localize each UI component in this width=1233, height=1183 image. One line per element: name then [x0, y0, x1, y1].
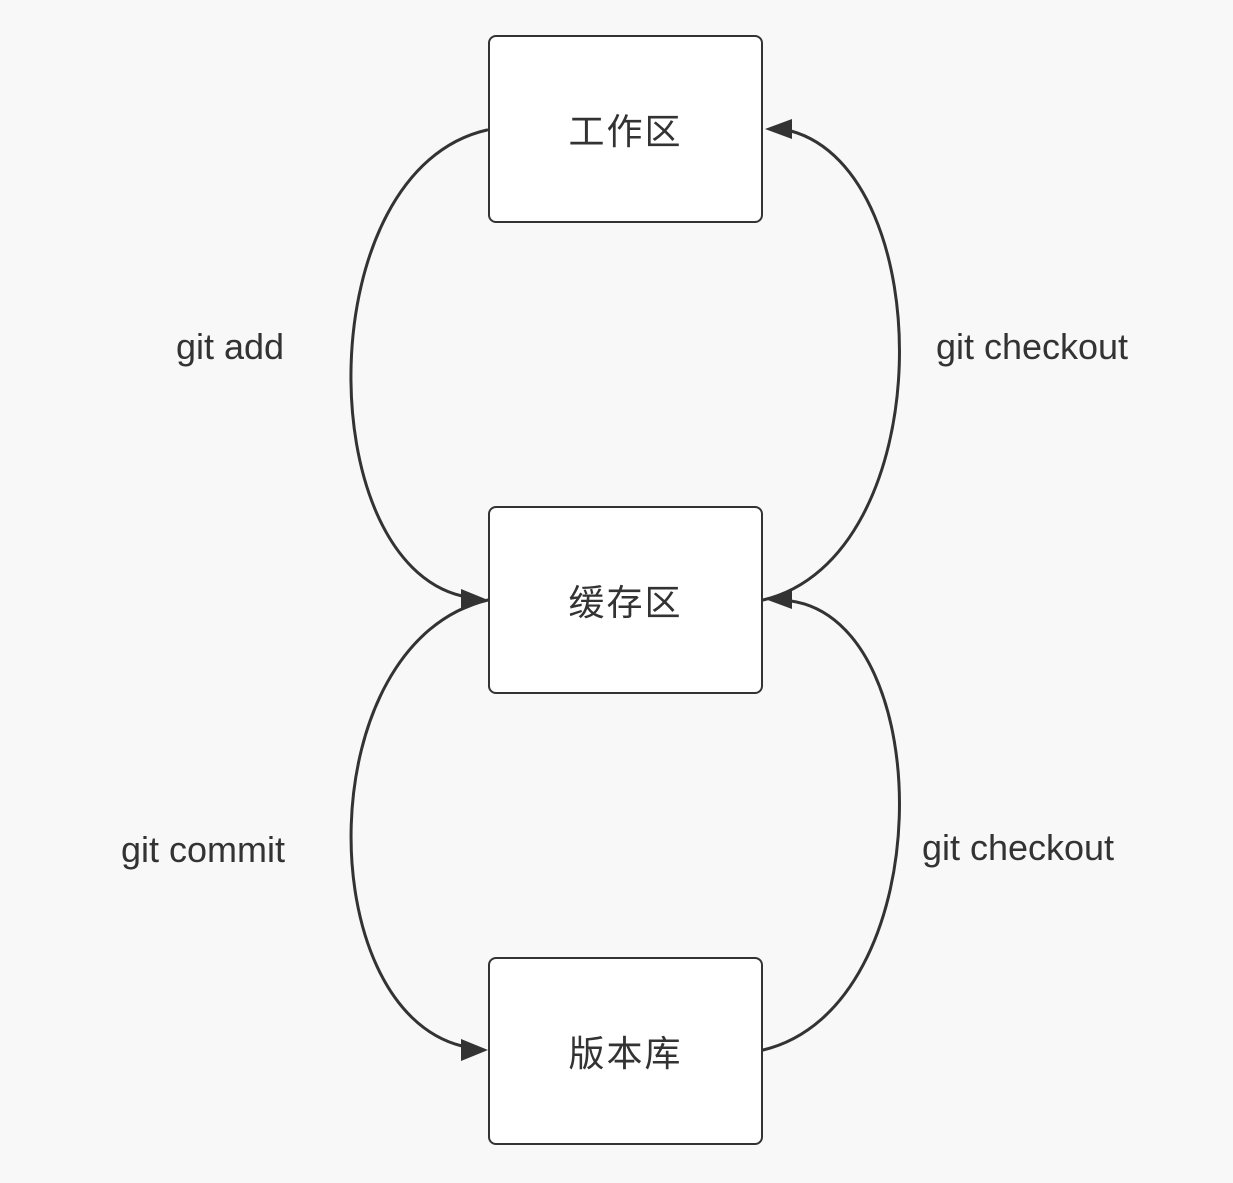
node-working-area: 工作区: [488, 35, 763, 223]
edge-git-checkout-top: [761, 129, 901, 602]
edge-label-git-checkout-bottom: git checkout: [921, 827, 1115, 868]
node-staging-area: 缓存区: [488, 506, 763, 694]
arrowhead-git-commit: [461, 1039, 488, 1061]
edge-git-commit: [349, 598, 490, 1048]
node-repository: 版本库: [488, 957, 763, 1145]
arrowhead-git-checkout-top: [765, 119, 792, 139]
edge-git-add: [349, 128, 489, 598]
edge-git-checkout-bottom: [761, 599, 901, 1052]
arrowhead-git-checkout-bottom: [765, 589, 792, 609]
node-working-area-label: 工作区: [568, 111, 683, 152]
edge-label-git-commit: git commit: [120, 829, 286, 870]
node-staging-area-label: 缓存区: [568, 582, 683, 623]
edge-label-git-checkout-top: git checkout: [935, 326, 1129, 367]
edge-label-git-add: git add: [175, 326, 285, 367]
node-repository-label: 版本库: [568, 1033, 683, 1074]
